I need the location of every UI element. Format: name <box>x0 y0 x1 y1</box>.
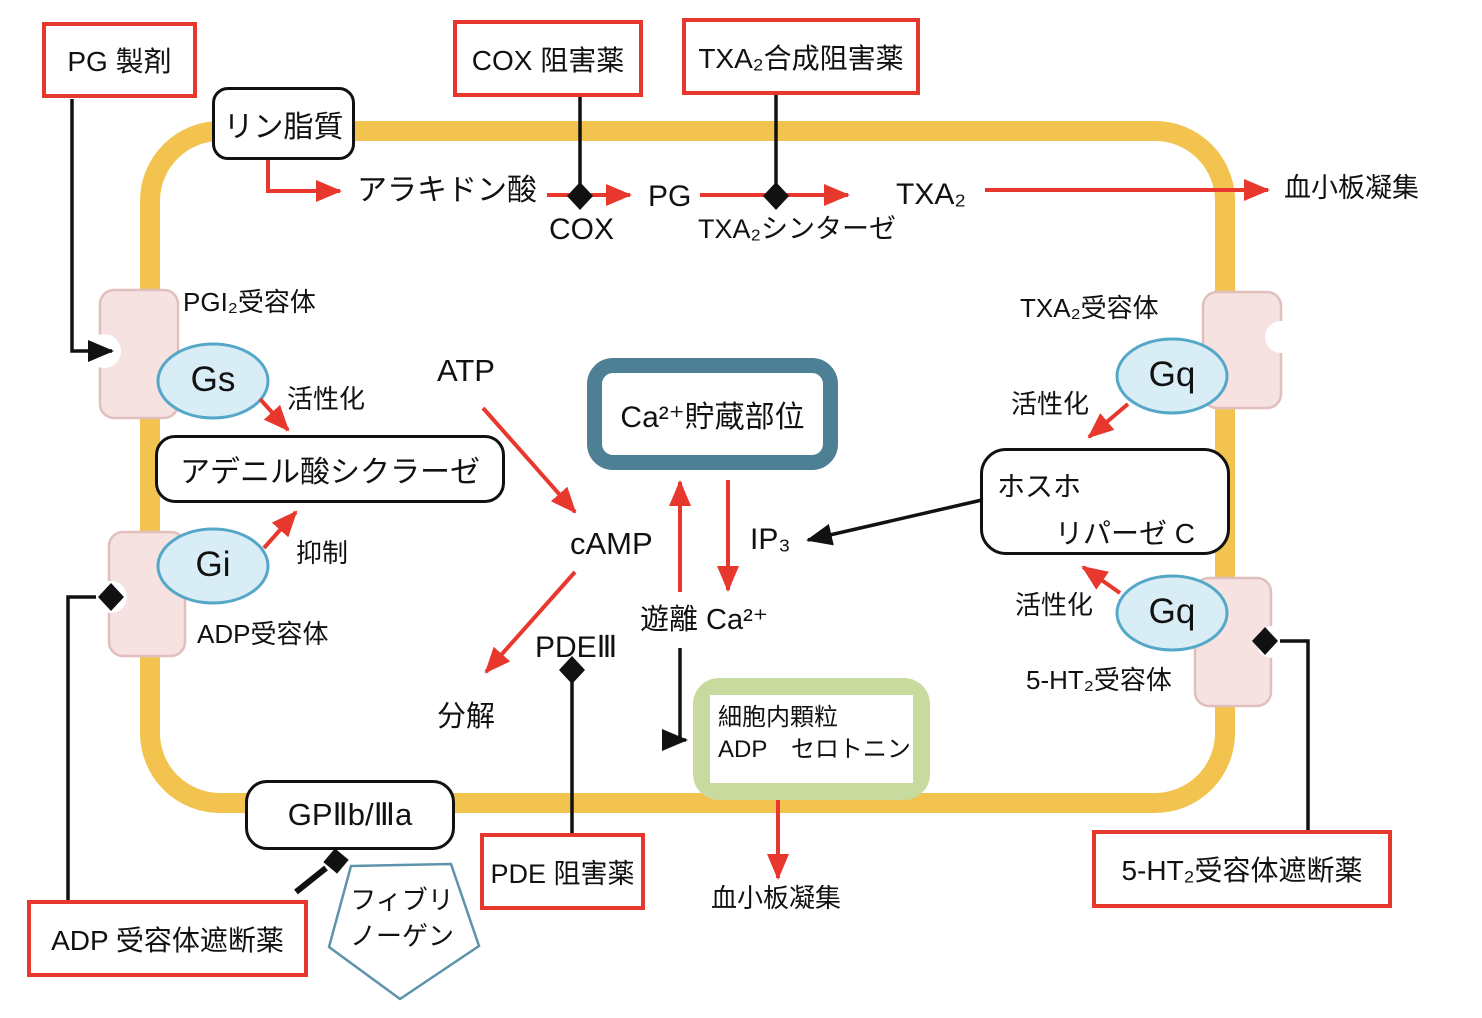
pde-inhibitor-label: PDE 阻害薬 <box>490 859 635 889</box>
ca-store-box: Ca²⁺貯蔵部位 <box>587 358 838 470</box>
diamond-ht2-receptor <box>1252 627 1278 655</box>
diamond-cox <box>567 182 593 210</box>
free-ca-label: 遊離 Ca²⁺ <box>640 604 769 636</box>
inhibition-label: 抑制 <box>296 538 349 568</box>
adenylate-cyclase-label: アデニル酸シクラーゼ <box>180 456 480 489</box>
arrow-phospholipid-to-arachidonic <box>266 158 342 202</box>
phospholipid-box: リン脂質 <box>212 87 355 160</box>
activation-right-bottom-label: 活性化 <box>1015 590 1094 620</box>
pg-label: PG <box>648 180 692 213</box>
phospholipase-c-box: ホスホ リパーゼ C <box>980 448 1230 555</box>
line-ht2blocker-to-ht2receptor <box>1280 639 1310 832</box>
gs-protein-label: Gs <box>190 360 236 399</box>
ht2-blocker-label: 5-HT₂受容体遮断薬 <box>1121 855 1363 886</box>
phospholipid-label: リン脂質 <box>223 110 344 144</box>
arrow-gi-to-adenylate <box>262 510 298 550</box>
granule-box: 細胞内顆粒 ADP セロトニン <box>693 678 930 800</box>
granule-line1: 細胞内顆粒 <box>718 704 838 731</box>
aggregation-bottom-label: 血小板凝集 <box>711 883 842 913</box>
ht2-blocker-box: 5-HT₂受容体遮断薬 <box>1092 830 1392 908</box>
phospholipase-c-line2: リパーゼ C <box>1055 518 1196 549</box>
pg-drug-label: PG 製剤 <box>67 46 172 77</box>
gp2b3a-box: GPⅡb/Ⅲa <box>245 780 455 850</box>
ca-store-label: Ca²⁺貯蔵部位 <box>620 401 805 434</box>
line-freeca-to-granule <box>662 648 688 751</box>
diamond-adp-receptor <box>98 583 124 611</box>
fibrinogen-line1: フィブリ <box>350 885 454 915</box>
adp-blocker-label: ADP 受容体遮断薬 <box>51 924 284 956</box>
gi-protein-shape <box>156 527 270 605</box>
camp-label: cAMP <box>570 526 653 561</box>
granule-inner: 細胞内顆粒 ADP セロトニン <box>710 695 913 783</box>
arrow-gs-to-adenylate <box>258 397 290 432</box>
gq-bottom-protein-label: Gq <box>1148 592 1196 631</box>
arrow-gqtop-to-plc <box>1087 402 1130 439</box>
line-adpblocker-to-adpreceptor <box>66 595 96 902</box>
diamond-txa2-synthase <box>763 182 789 210</box>
gq-top-protein-label: Gq <box>1148 355 1196 394</box>
cox-inhibitor-box: COX 阻害薬 <box>453 20 643 97</box>
txa2-synthesis-inhibitor-label: TXA₂合成阻害薬 <box>698 42 904 74</box>
inhibition-symbols <box>98 182 1278 874</box>
gq-top-protein-shape <box>1115 337 1229 415</box>
phospholipase-c-line1: ホスホ <box>997 471 1082 502</box>
line-pgdrug-to-pgi2 <box>70 99 114 362</box>
atp-label: ATP <box>437 353 495 388</box>
pg-drug-box: PG 製剤 <box>42 22 197 98</box>
gi-protein-label: Gi <box>195 545 231 584</box>
activation-left-label: 活性化 <box>287 384 366 414</box>
fibrinogen-shape <box>327 862 481 1001</box>
arachidonic-acid-label: アラキドン酸 <box>357 174 537 207</box>
txa2-receptor-notch <box>1265 321 1297 353</box>
gq-bottom-protein-shape <box>1115 574 1229 652</box>
txa2-label: TXA₂ <box>896 178 966 211</box>
activation-right-top-label: 活性化 <box>1011 389 1090 419</box>
square-fibrinogen-bar <box>323 848 349 874</box>
pde-inhibitor-box: PDE 阻害薬 <box>480 833 645 910</box>
adenylate-cyclase-box: アデニル酸シクラーゼ <box>155 435 505 503</box>
txa2-synthesis-inhibitor-box: TXA₂合成阻害薬 <box>682 18 920 95</box>
fibrinogen-line2: ノーゲン <box>349 921 454 952</box>
red-arrows <box>258 158 1270 880</box>
arrow-gqbottom-to-plc <box>1081 565 1122 595</box>
aggregation-top-label: 血小板凝集 <box>1284 173 1419 203</box>
diamond-pde3 <box>559 656 585 684</box>
decomposition-label: 分解 <box>437 701 496 733</box>
granule-line2: ADP セロトニン <box>718 736 911 764</box>
pgi2-receptor-label: PGI₂受容体 <box>183 287 316 317</box>
black-connectors <box>66 90 1310 902</box>
ip3-label: IP₃ <box>750 523 791 556</box>
pde3-label: PDEⅢ <box>535 631 618 664</box>
line-plc-to-ip3 <box>806 498 983 546</box>
txa2-receptor-label: TXA₂受容体 <box>1020 293 1159 323</box>
gp2b3a-label: GPⅡb/Ⅲa <box>287 797 413 832</box>
cox-inhibitor-label: COX 阻害薬 <box>471 44 625 76</box>
gs-protein-shape <box>156 342 270 420</box>
adp-receptor-label: ADP受容体 <box>197 619 329 649</box>
line-fibrinogen-to-gp2b3a <box>294 865 328 895</box>
txa2-synthase-label: TXA₂シンターゼ <box>698 214 896 244</box>
ht2-receptor-label: 5-HT₂受容体 <box>1026 665 1172 695</box>
fibrinogen-label: フィブリ ノーゲン <box>328 882 476 955</box>
arrow-atp-to-camp <box>481 406 577 514</box>
adp-blocker-box: ADP 受容体遮断薬 <box>27 900 308 977</box>
cox-enzyme-label: COX <box>549 213 615 246</box>
arrow-camp-to-decomposition <box>484 570 577 674</box>
